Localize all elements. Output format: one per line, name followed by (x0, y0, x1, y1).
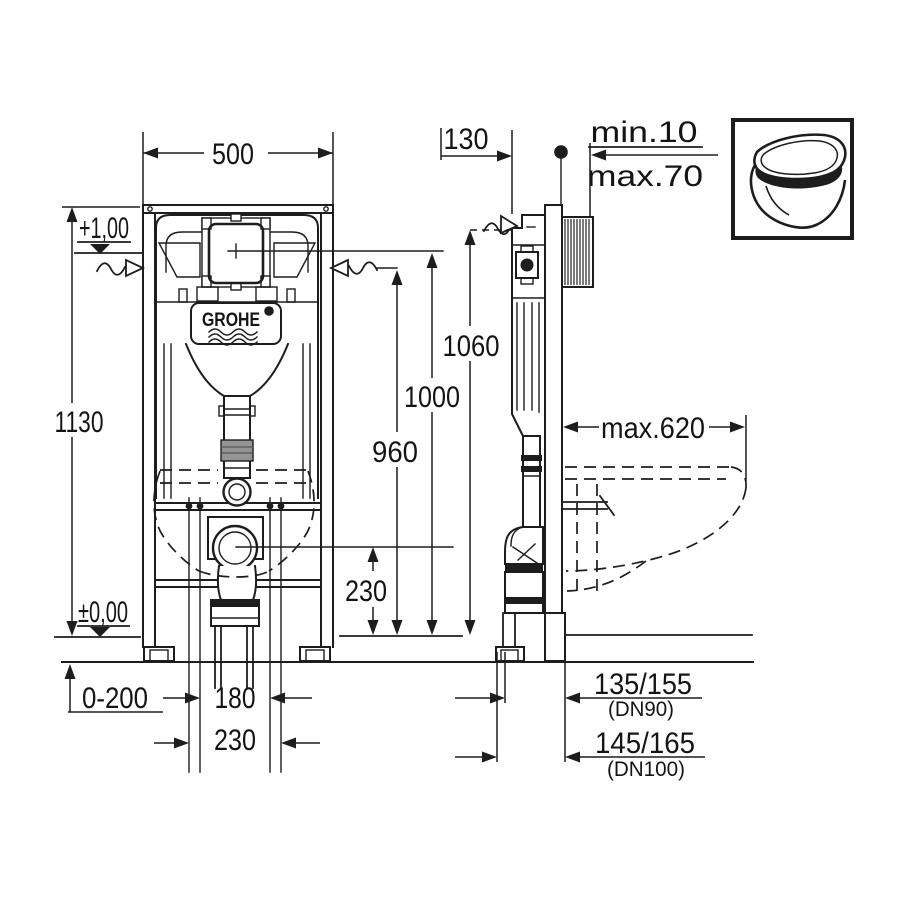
dimension-outlet-dn100: 145/165 (DN100) (455, 652, 705, 781)
arrowhead-icon (328, 258, 349, 278)
dimension-outlet-height: 230 (345, 547, 387, 635)
flush-actuator-window (201, 213, 271, 291)
seat-band (755, 167, 843, 189)
grohe-wave-3 (208, 338, 258, 346)
cistern: GROHE (155, 213, 319, 499)
frame-screw-left (147, 206, 153, 212)
front-height-label: 1130 (55, 406, 104, 439)
water-supply-valve (515, 245, 539, 285)
dimension-height-960: 960 (372, 270, 418, 635)
supply-break-arrow-left (95, 258, 146, 278)
dimension-foot-range: 0-200 (64, 664, 200, 715)
dimension-level-floor: ±0,00 (77, 596, 130, 637)
wall-min-label: min.10 (591, 116, 698, 149)
height-1060-label: 1060 (443, 330, 500, 363)
side-view (482, 145, 747, 662)
wall-hung-toilet-icon (749, 133, 847, 229)
dimension-fixing-180: 180 (215, 682, 312, 715)
grohe-logo-text: GROHE (202, 310, 260, 331)
dimension-front-width: 500 (142, 132, 334, 205)
foot-range-label: 0-200 (82, 682, 148, 715)
pan-max620-label: max.620 (601, 412, 705, 445)
supply-break-arrow-right (328, 258, 398, 278)
outlet-dn100-label: 145/165 (595, 727, 695, 760)
wall-plate-base (544, 612, 566, 662)
grohe-wave-1 (208, 328, 258, 336)
dimension-wall-min-max: min.10 max.70 (587, 116, 718, 216)
pan-mounting-pin (562, 494, 616, 517)
upper-level-label: +1,00 (79, 212, 129, 245)
flush-pipe-side (521, 435, 542, 528)
height-1000-label: 1000 (404, 381, 460, 414)
ceramic-pan-outline-front (153, 469, 315, 578)
dimension-pan-max620: max.620 (563, 412, 747, 481)
drain-elbow-side (504, 526, 544, 614)
drain-outlet-front (207, 516, 454, 689)
wall-reference-dot (554, 145, 568, 159)
actuator-unit-side (561, 216, 594, 288)
dimensions: 500 1130 +1,00 ±0,00 0-200 (55, 116, 747, 781)
fixing-230-label: 230 (214, 724, 256, 757)
dimension-outlet-dn90: 135/155 (DN90) (455, 618, 702, 762)
depth-130-label: 130 (444, 123, 489, 156)
drain-pipe-below-floor (214, 625, 254, 689)
side-frame-leg (495, 612, 525, 662)
tank-recess-right (273, 242, 317, 278)
valve-port-icon (520, 258, 534, 272)
outlet-height-label: 230 (345, 575, 387, 608)
grohe-wave-2 (208, 333, 258, 341)
front-width-label: 500 (212, 138, 254, 171)
toilet-type-box (731, 118, 854, 240)
wall-max-label: max.70 (587, 160, 703, 193)
level-marker-icon (90, 244, 110, 254)
dimension-height-1060: 1060 (443, 229, 512, 635)
dimension-level-top: +1,00 (74, 212, 144, 254)
tank-recess-left (157, 242, 201, 278)
dimension-front-height: 1130 (55, 206, 140, 636)
frame-foot-left (143, 646, 175, 662)
frame-foot-right (299, 646, 331, 662)
dimension-height-1000: 1000 (227, 250, 460, 635)
frame-screw-right (323, 206, 329, 212)
fixing-180-label: 180 (215, 682, 256, 715)
flush-pipe-front (218, 395, 256, 507)
outlet-dn90-label: 135/155 (594, 668, 692, 701)
front-view: GROHE (95, 204, 454, 773)
floor-level-label: ±0,00 (78, 596, 128, 629)
flush-bend-socket (222, 477, 252, 507)
ceramic-pan-outline-side (565, 466, 747, 592)
outlet-neck (216, 564, 258, 601)
wall-mounting-plate (544, 204, 563, 614)
threaded-rods (185, 497, 285, 773)
height-960-label: 960 (372, 436, 418, 469)
grohe-logo: GROHE (190, 302, 282, 346)
outlet-dn90-note: (DN90) (608, 698, 674, 721)
grohe-logo-dot (264, 306, 274, 316)
arrowhead-icon (125, 258, 146, 278)
pipe-coupling-band (220, 439, 254, 462)
dimension-fixing-230: 230 (154, 724, 320, 757)
outlet-dn100-note: (DN100) (607, 758, 685, 781)
level-marker-icon (90, 627, 110, 637)
floor-lines (54, 634, 754, 663)
dimension-depth-130: 130 (440, 123, 513, 214)
